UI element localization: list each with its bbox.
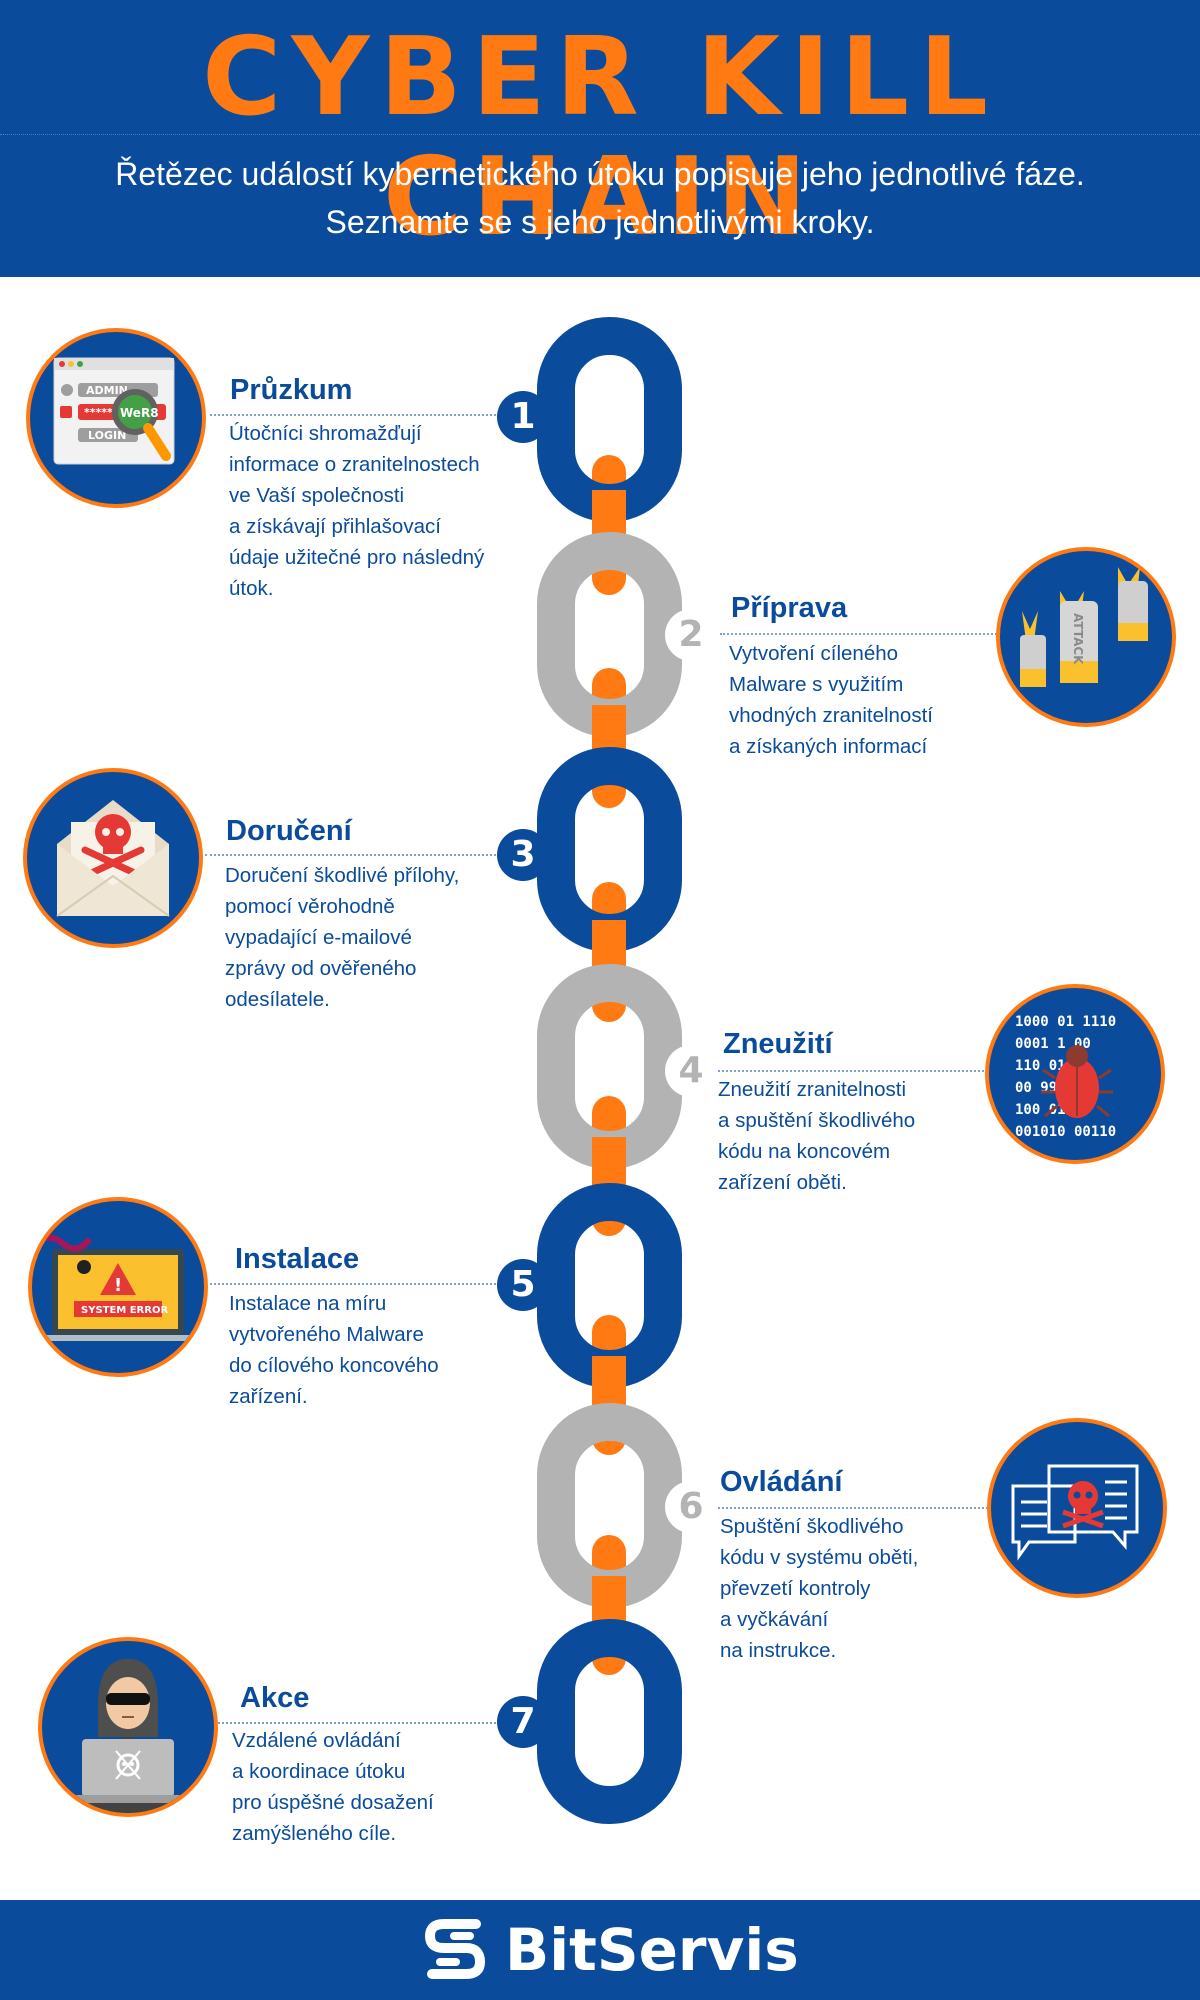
illustration-step-3 (23, 768, 203, 948)
step-description-7: Vzdálené ovládání a koordinace útoku pro… (232, 1729, 434, 1845)
leader-line-7 (215, 1722, 500, 1724)
chain-link-vertical (592, 455, 626, 1675)
step-title-3: Doručení (226, 815, 352, 847)
svg-text:SYSTEM ERROR: SYSTEM ERROR (81, 1305, 168, 1316)
illustration-step-7 (38, 1637, 218, 1817)
step-number-2: 2 (665, 609, 717, 661)
leader-line-1 (210, 414, 500, 416)
envelope-skull-icon (56, 800, 170, 917)
step-number-6: 6 (665, 1481, 717, 1533)
svg-text:*****: ***** (84, 406, 113, 419)
step-title-7: Akce (240, 1682, 310, 1714)
chat-skull-icon (1011, 1464, 1139, 1561)
step-description-5: Instalace na míru vytvořeného Malware do… (229, 1292, 439, 1408)
svg-text:110 010: 110 010 (1015, 1058, 1074, 1074)
chain-illustration (537, 317, 682, 1824)
bug-binary-icon: 1000 01 1110 0001 1 00 110 010 00 990 10… (1015, 1014, 1116, 1140)
bombs-icon: ATTACK (1020, 567, 1148, 687)
chain-link-overlap (592, 490, 626, 1616)
illustration-step-4: 1000 01 1110 0001 1 00 110 010 00 990 10… (985, 984, 1165, 1164)
page-subtitle: Řetězec událostí kybernetického útoku po… (115, 156, 1085, 240)
illustration-step-2: ATTACK (996, 547, 1176, 727)
hacker-laptop-icon (72, 1659, 184, 1813)
svg-text:001010 00110: 001010 00110 (1015, 1124, 1116, 1140)
laptop-error-icon: ! SYSTEM ERROR (32, 1234, 194, 1341)
svg-text:ADMIN: ADMIN (86, 384, 128, 397)
step-number-1: 1 (497, 391, 549, 443)
step-title-5: Instalace (235, 1243, 360, 1275)
svg-text:100 011: 100 011 (1015, 1102, 1074, 1118)
step-number-5: 5 (497, 1259, 549, 1311)
step-title-1: Průzkum (230, 374, 353, 406)
step-number-3: 3 (497, 829, 549, 881)
leader-line-2 (720, 633, 1000, 635)
header-divider (0, 134, 1200, 135)
step-number-4: 4 (665, 1045, 717, 1097)
illustration-step-1: ADMIN ***** LOGIN WeR8 (26, 328, 206, 508)
step-description-6: Spuštění škodlivého kódu v systému oběti… (720, 1515, 919, 1662)
header: CYBER KILL CHAIN Řetězec událostí kybern… (0, 0, 1200, 277)
brand-name: BitServis (505, 1916, 799, 1984)
leader-line-6 (715, 1507, 1000, 1509)
step-title-4: Zneužití (723, 1028, 833, 1060)
svg-text:ATTACK: ATTACK (1071, 613, 1085, 665)
illustration-step-6 (987, 1418, 1167, 1598)
svg-text:1000 01 1110: 1000 01 1110 (1015, 1014, 1116, 1030)
bitservis-logo-icon (425, 1919, 485, 1979)
step-description-1: Útočníci shromažďují informace o zranite… (229, 422, 485, 600)
footer: BitServis (0, 1900, 1200, 2000)
step-description-2: Vytvoření cíleného Malware s využitím vh… (729, 642, 933, 758)
svg-text:LOGIN: LOGIN (88, 429, 126, 442)
leader-line-3 (205, 854, 500, 856)
step-description-3: Doručení škodlivé přílohy, pomocí věroho… (225, 864, 460, 1011)
svg-text:WeR8: WeR8 (120, 406, 159, 420)
page-title: CYBER KILL CHAIN (202, 15, 998, 260)
svg-text:!: ! (114, 1275, 122, 1296)
step-title-6: Ovládání (720, 1466, 843, 1498)
illustration-step-5: ! SYSTEM ERROR (28, 1197, 208, 1377)
chain-link-7 (537, 1619, 682, 1824)
leader-line-4 (715, 1070, 995, 1072)
step-title-2: Příprava (731, 592, 848, 624)
step-number-7: 7 (497, 1696, 549, 1748)
login-magnifier-icon: ADMIN ***** LOGIN WeR8 (53, 357, 175, 465)
leader-line-5 (210, 1283, 500, 1285)
step-description-4: Zneužití zranitelnosti a spuštění škodli… (718, 1078, 916, 1194)
